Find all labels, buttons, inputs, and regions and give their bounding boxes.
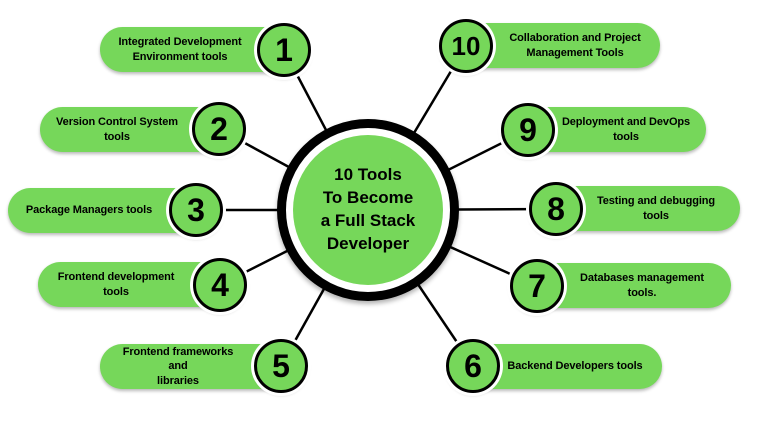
number-badge-6: 6 [446,339,500,393]
number-badge-10: 10 [439,19,493,73]
number-badge-8: 8 [529,182,583,236]
number-badge-7: 7 [510,259,564,313]
pill-backend-developers-label: Backend Developers tools [507,360,643,373]
number-badge-3: 3 [169,183,223,237]
pill-package-managers-label: Package Managers tools [25,204,153,217]
center-title: 10 Tools To Become a Full Stack Develope… [293,135,443,285]
number-badge-5: 5 [254,339,308,393]
number-badge-2: 2 [192,102,246,156]
number-badge-1: 1 [257,23,311,77]
center-circle: 10 Tools To Become a Full Stack Develope… [277,119,459,301]
number-badge-4: 4 [193,258,247,312]
number-badge-9: 9 [501,103,555,157]
